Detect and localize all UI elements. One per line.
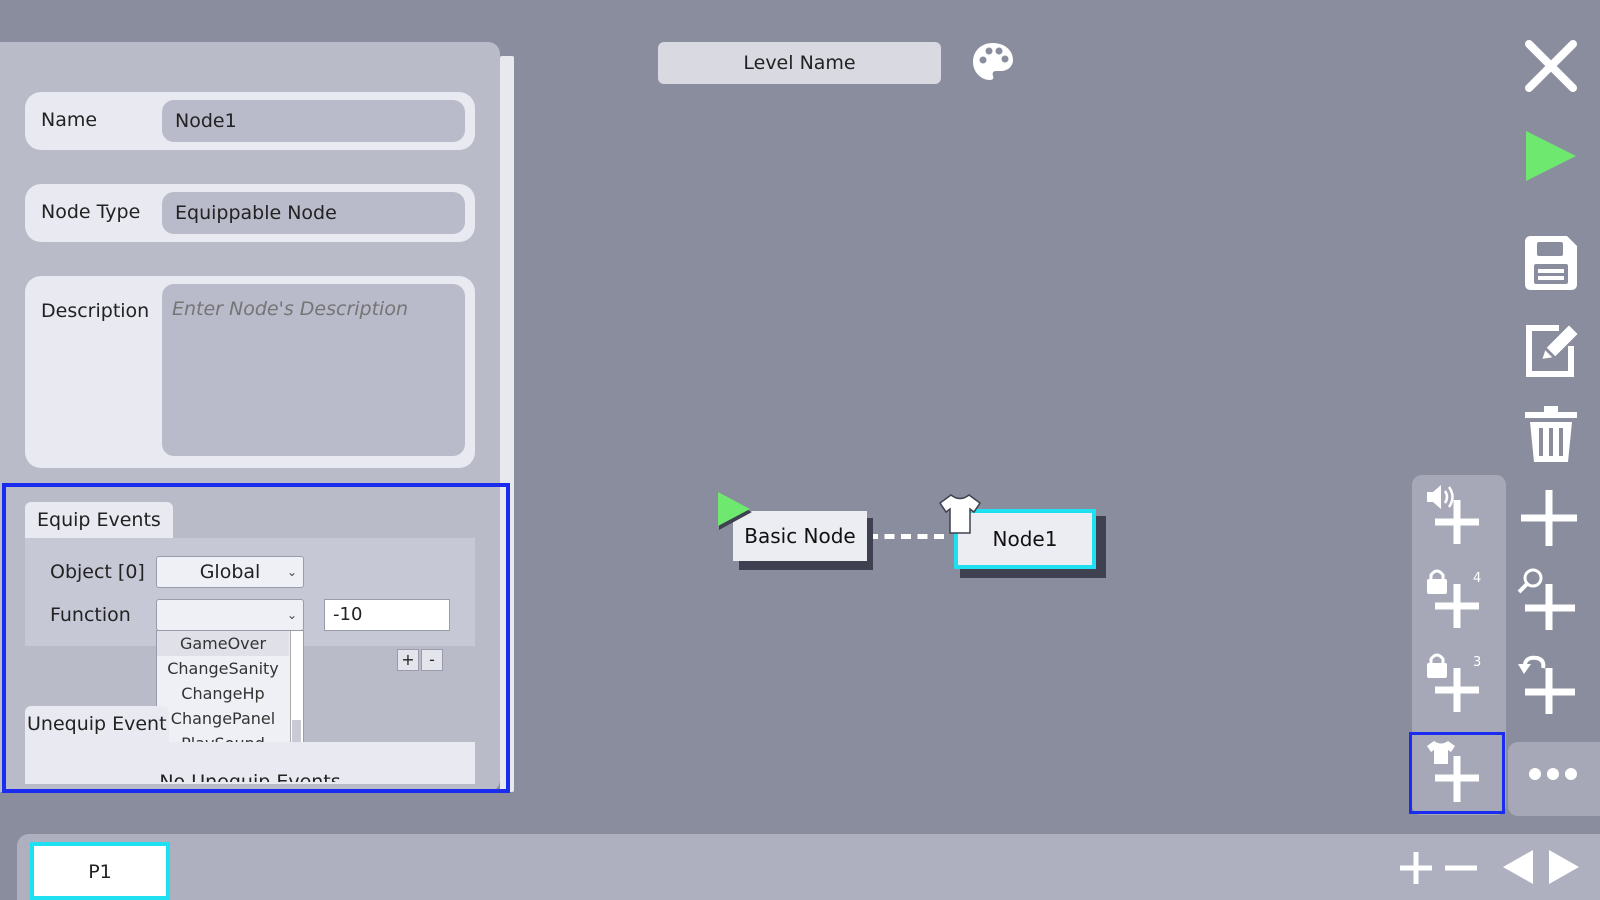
name-field-row: Name Node1 xyxy=(25,92,475,150)
lock-count-3: 3 xyxy=(1473,655,1482,670)
edit-icon[interactable] xyxy=(1523,320,1583,380)
add-sound-node-button[interactable] xyxy=(1426,484,1490,548)
play-icon[interactable] xyxy=(1523,128,1579,184)
add-inspect-node-button[interactable] xyxy=(1517,568,1581,632)
add-equippable-node-button[interactable] xyxy=(1426,740,1490,806)
events-selection-highlight xyxy=(2,483,510,793)
node-type-row: Node Type Equippable Node xyxy=(25,184,475,242)
remove-event-button[interactable]: - xyxy=(421,649,443,671)
no-unequip-events-text: No Unequip Events xyxy=(159,771,341,782)
level-name-field[interactable]: Level Name xyxy=(658,42,941,84)
add-lock-node-button-3[interactable] xyxy=(1426,652,1490,716)
node-type-label: Node Type xyxy=(41,201,141,223)
palette-icon[interactable] xyxy=(970,40,1016,86)
option-changehp[interactable]: ChangeHp xyxy=(181,684,265,703)
add-undo-node-button[interactable] xyxy=(1517,652,1581,716)
unequip-events-body: No Unequip Events xyxy=(25,742,475,784)
chevron-down-icon: ⌄ xyxy=(286,608,297,622)
node1[interactable]: Node1 xyxy=(954,509,1096,569)
save-icon[interactable] xyxy=(1523,234,1579,292)
tab-equip-events[interactable]: Equip Events xyxy=(25,502,173,538)
description-input[interactable] xyxy=(162,284,465,456)
remove-page-icon[interactable] xyxy=(1443,850,1479,886)
option-changepanel[interactable]: ChangePanel xyxy=(170,709,276,728)
description-label: Description xyxy=(41,300,150,322)
page-bar xyxy=(17,834,1600,900)
node-type-value: Equippable Node xyxy=(162,192,465,234)
chevron-down-icon: ⌄ xyxy=(286,565,297,579)
add-lock-node-button-4[interactable] xyxy=(1426,568,1490,632)
add-node-button[interactable] xyxy=(1517,484,1581,548)
add-page-icon[interactable] xyxy=(1398,850,1434,886)
lock-count-4: 4 xyxy=(1473,571,1482,586)
trash-icon[interactable] xyxy=(1523,404,1579,464)
options-scrollbar[interactable] xyxy=(290,631,303,752)
basic-node[interactable]: Basic Node xyxy=(733,511,867,561)
page-tab-p1[interactable]: P1 xyxy=(30,842,170,900)
next-page-icon[interactable] xyxy=(1547,848,1581,886)
function-param-input[interactable]: -10 xyxy=(324,599,450,631)
name-label: Name xyxy=(41,109,98,131)
option-gameover[interactable]: GameOver xyxy=(157,631,289,656)
object-dropdown-value: Global xyxy=(199,561,261,583)
prev-page-icon[interactable] xyxy=(1501,848,1535,886)
name-input[interactable]: Node1 xyxy=(162,100,465,142)
node-connection-line xyxy=(868,534,944,539)
start-play-icon xyxy=(716,490,756,534)
function-dropdown[interactable]: ⌄ xyxy=(156,599,304,631)
tab-unequip-events[interactable]: Unequip Event xyxy=(25,706,169,742)
shirt-icon xyxy=(936,492,984,536)
function-label: Function xyxy=(50,604,131,626)
object-label: Object [0] xyxy=(50,561,145,583)
close-icon[interactable] xyxy=(1523,38,1579,94)
equippable-selection-highlight xyxy=(1409,732,1505,814)
object-dropdown[interactable]: Global ⌄ xyxy=(156,556,304,588)
panel-scrollbar[interactable] xyxy=(500,56,514,792)
more-icon[interactable] xyxy=(1528,762,1578,786)
add-event-button[interactable]: + xyxy=(397,649,419,671)
option-changesanity[interactable]: ChangeSanity xyxy=(167,659,279,678)
description-row: Description xyxy=(25,276,475,468)
